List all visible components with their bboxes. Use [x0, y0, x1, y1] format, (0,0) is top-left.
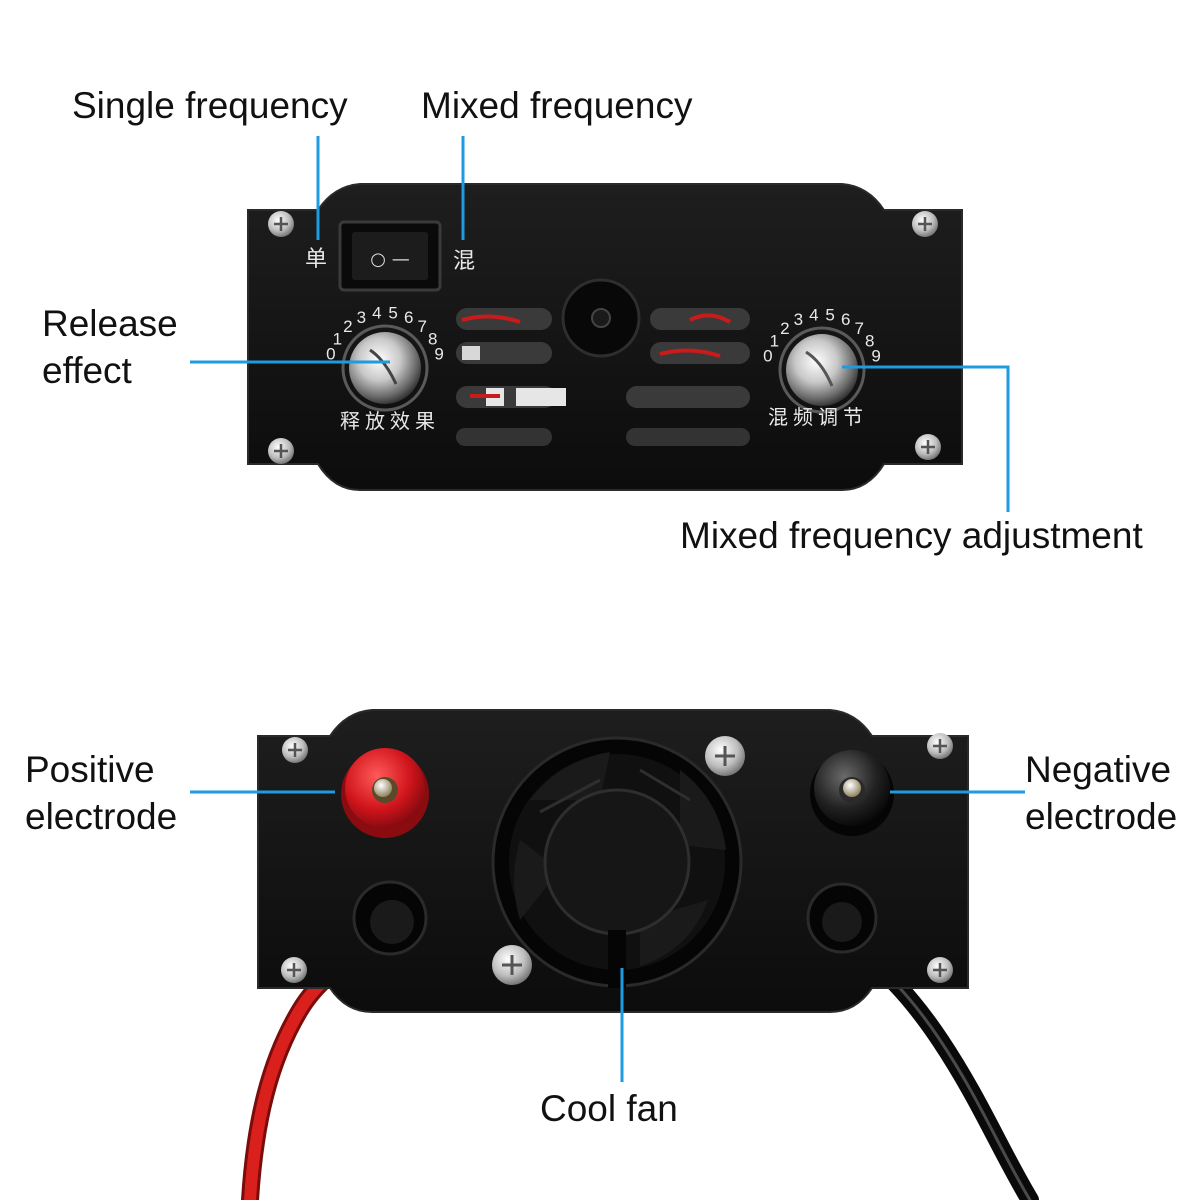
leader-line-mixed-adjustment: [842, 365, 1010, 512]
label-cool-fan: Cool fan: [540, 1088, 678, 1129]
dial-digit: 9: [434, 345, 443, 364]
dial-digit: 2: [343, 317, 352, 336]
dial-digit: 4: [372, 304, 381, 323]
screw: [927, 733, 953, 759]
negative-terminal: [810, 750, 894, 836]
dial-digit: 6: [841, 310, 850, 329]
label-mixed-frequency-adjustment: Mixed frequency adjustment: [680, 515, 1143, 556]
screw: [268, 211, 294, 237]
mix-dial-caption: 混频调节: [768, 405, 868, 429]
leader-lines-top: [190, 136, 1010, 512]
dial-digit: 5: [388, 304, 397, 323]
cooling-fan: [491, 736, 743, 988]
screw: [915, 434, 941, 460]
dial-digit: 8: [865, 332, 874, 351]
switch-label-mixed: 混: [453, 249, 475, 274]
dial-digit: 6: [404, 308, 413, 327]
negative-cable-gland: [806, 882, 878, 954]
dial-digit: 8: [428, 330, 437, 349]
label-positive-electrode: Positive electrode: [25, 746, 177, 840]
mode-rocker-switch[interactable]: ○ —: [338, 220, 442, 292]
switch-symbols: ○ —: [370, 249, 409, 270]
switch-label-single: 单: [305, 247, 327, 272]
label-release-effect-line1: Release: [42, 303, 178, 344]
dial-digit: 4: [809, 306, 818, 325]
screw: [912, 211, 938, 237]
screw: [927, 957, 953, 983]
leader-lines-bottom: [190, 790, 1025, 1082]
dial-digit: 5: [825, 306, 834, 325]
dial-digit: 1: [770, 332, 779, 351]
fan-screw: [492, 945, 532, 985]
label-negative-electrode-line1: Negative: [1025, 749, 1172, 790]
dial-digit: 9: [871, 347, 880, 366]
terminal-panel-device: [257, 709, 969, 1013]
label-release-effect-line2: effect: [42, 350, 132, 391]
dial-digit: 7: [854, 319, 863, 338]
positive-cable-gland: [352, 880, 428, 956]
dial-digit: 1: [333, 330, 342, 349]
release-dial-caption: 释放效果: [340, 409, 440, 433]
screw: [282, 737, 308, 763]
label-negative-electrode: Negative electrode: [1025, 746, 1177, 840]
screw: [281, 957, 307, 983]
label-positive-electrode-line1: Positive: [25, 749, 155, 790]
label-negative-electrode-line2: electrode: [1025, 796, 1178, 837]
vent-slots: [456, 308, 750, 446]
dial-digit: 2: [780, 319, 789, 338]
dial-digit: 3: [357, 308, 366, 327]
dial-digit: 0: [763, 347, 772, 366]
dial-digit: 0: [326, 345, 335, 364]
control-panel-device: ○ — 单 混: [247, 183, 963, 491]
positive-terminal: [341, 748, 429, 838]
dc-power-jack: [561, 278, 641, 358]
label-positive-electrode-line2: electrode: [25, 796, 178, 837]
label-release-effect: Release effect: [42, 300, 178, 394]
dial-digit: 7: [417, 317, 426, 336]
screw: [268, 438, 294, 464]
dial-digit: 3: [794, 310, 803, 329]
fan-screw: [705, 736, 745, 776]
label-mixed-frequency: Mixed frequency: [421, 85, 693, 126]
label-single-frequency: Single frequency: [72, 85, 348, 126]
